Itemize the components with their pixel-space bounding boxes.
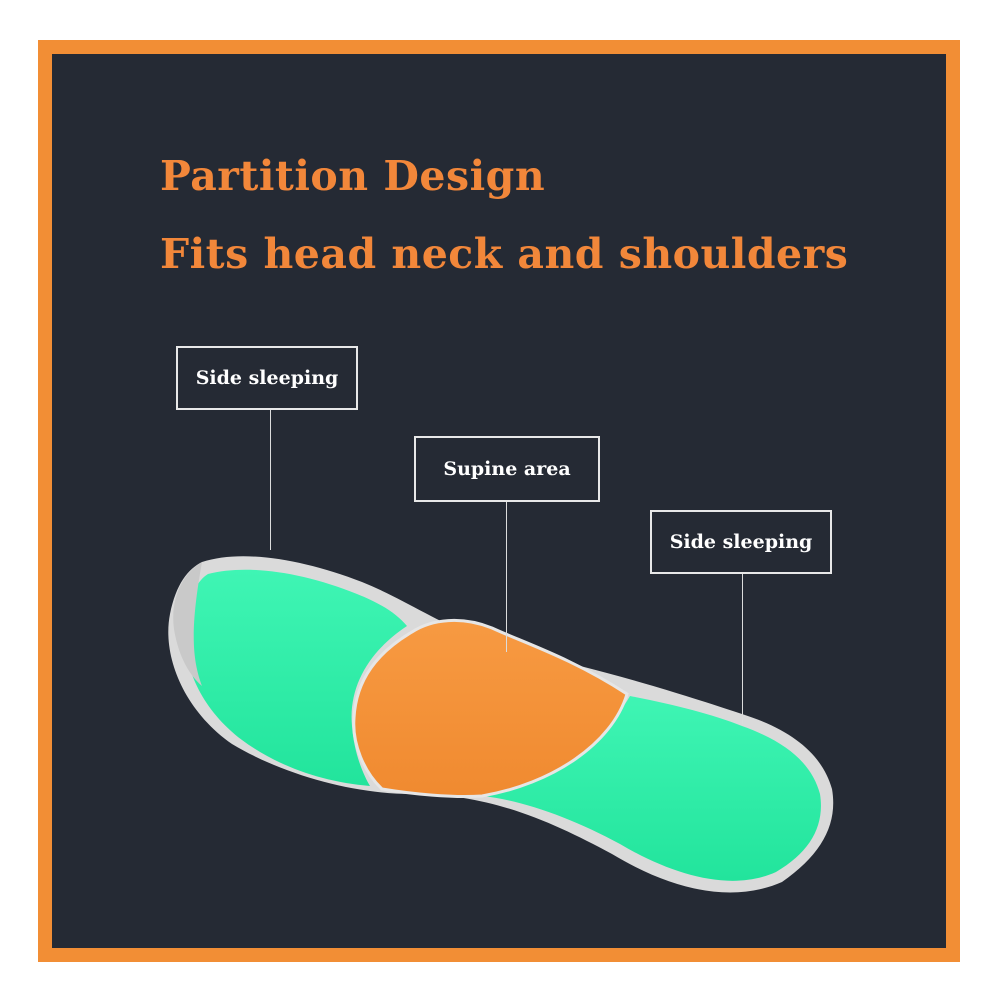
supine-zone — [352, 618, 629, 799]
callout-side-sleeping-right: Side sleeping — [650, 510, 832, 574]
leader-line-left — [270, 410, 271, 550]
left-side-zone — [184, 569, 407, 786]
pillow-illustration — [168, 556, 834, 893]
headline-fits-head-neck-shoulders: Fits head neck and shoulders — [160, 230, 849, 278]
headline-partition-design: Partition Design — [160, 152, 546, 200]
leader-line-right — [742, 574, 743, 724]
callout-side-sleeping-left: Side sleeping — [176, 346, 358, 410]
left-end-roll — [173, 562, 202, 686]
dark-panel: Partition Design Fits head neck and shou… — [52, 54, 946, 948]
leader-line-center — [506, 502, 507, 652]
right-side-zone — [482, 696, 821, 881]
callout-supine-area: Supine area — [414, 436, 600, 502]
orange-frame: Partition Design Fits head neck and shou… — [38, 40, 960, 962]
